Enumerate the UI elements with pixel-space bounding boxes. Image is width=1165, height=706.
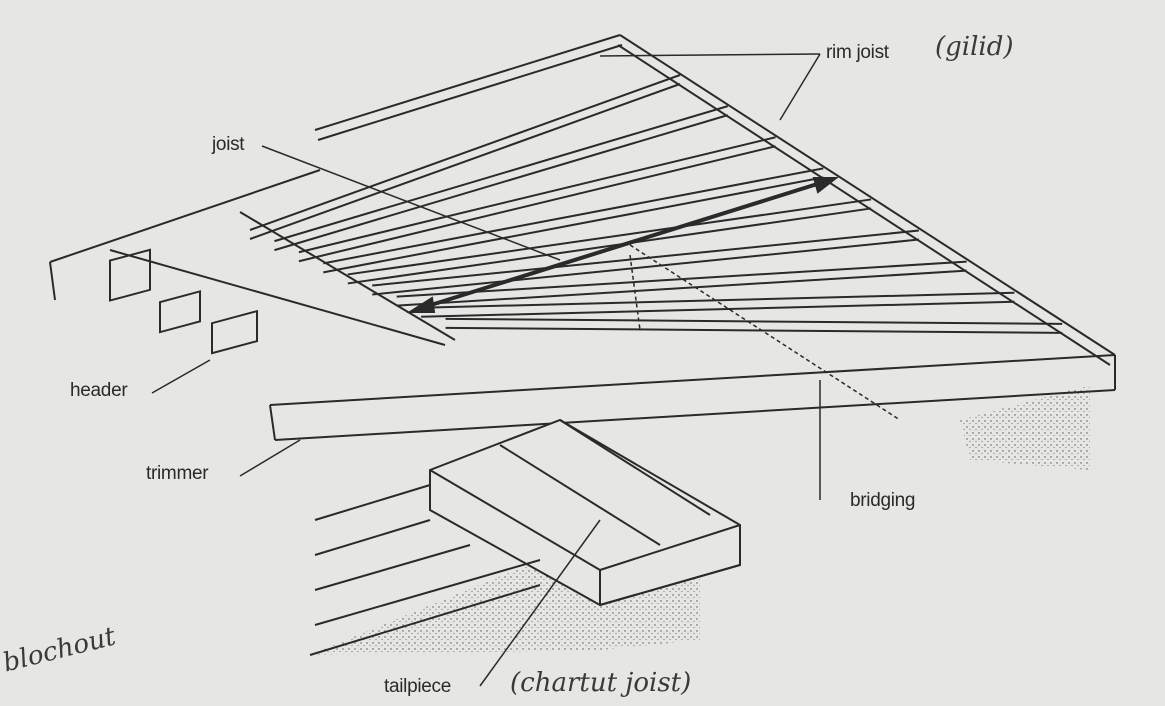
joist-line bbox=[372, 238, 919, 296]
joist-line bbox=[347, 198, 872, 276]
joist-line bbox=[396, 260, 967, 298]
label-rim-joist: rim joist bbox=[826, 42, 889, 63]
joist-line bbox=[323, 167, 824, 265]
joist-line bbox=[421, 300, 1015, 318]
label-header: header bbox=[70, 380, 128, 401]
joist-line bbox=[249, 83, 681, 240]
joist-line bbox=[323, 176, 824, 274]
joist-line bbox=[249, 74, 681, 231]
foundation-wall-right bbox=[960, 385, 1090, 470]
joist-line bbox=[396, 269, 967, 307]
label-joist: joist bbox=[212, 134, 245, 155]
joist-line bbox=[421, 291, 1015, 309]
joist-line bbox=[347, 207, 872, 285]
label-trimmer: trimmer bbox=[146, 463, 209, 484]
joist-line bbox=[298, 145, 776, 263]
joist-line bbox=[298, 136, 776, 254]
joist-line bbox=[445, 317, 1063, 325]
joist-line bbox=[274, 114, 729, 252]
label-bridging: bridging bbox=[850, 490, 916, 511]
joist-line bbox=[372, 229, 919, 287]
note-rim-joist: (gilid) bbox=[935, 32, 1014, 62]
note-tailpiece: (chartut joist) bbox=[510, 668, 692, 698]
label-tailpiece: tailpiece bbox=[384, 676, 452, 697]
joist-line bbox=[274, 105, 729, 243]
joist-line bbox=[445, 326, 1063, 334]
